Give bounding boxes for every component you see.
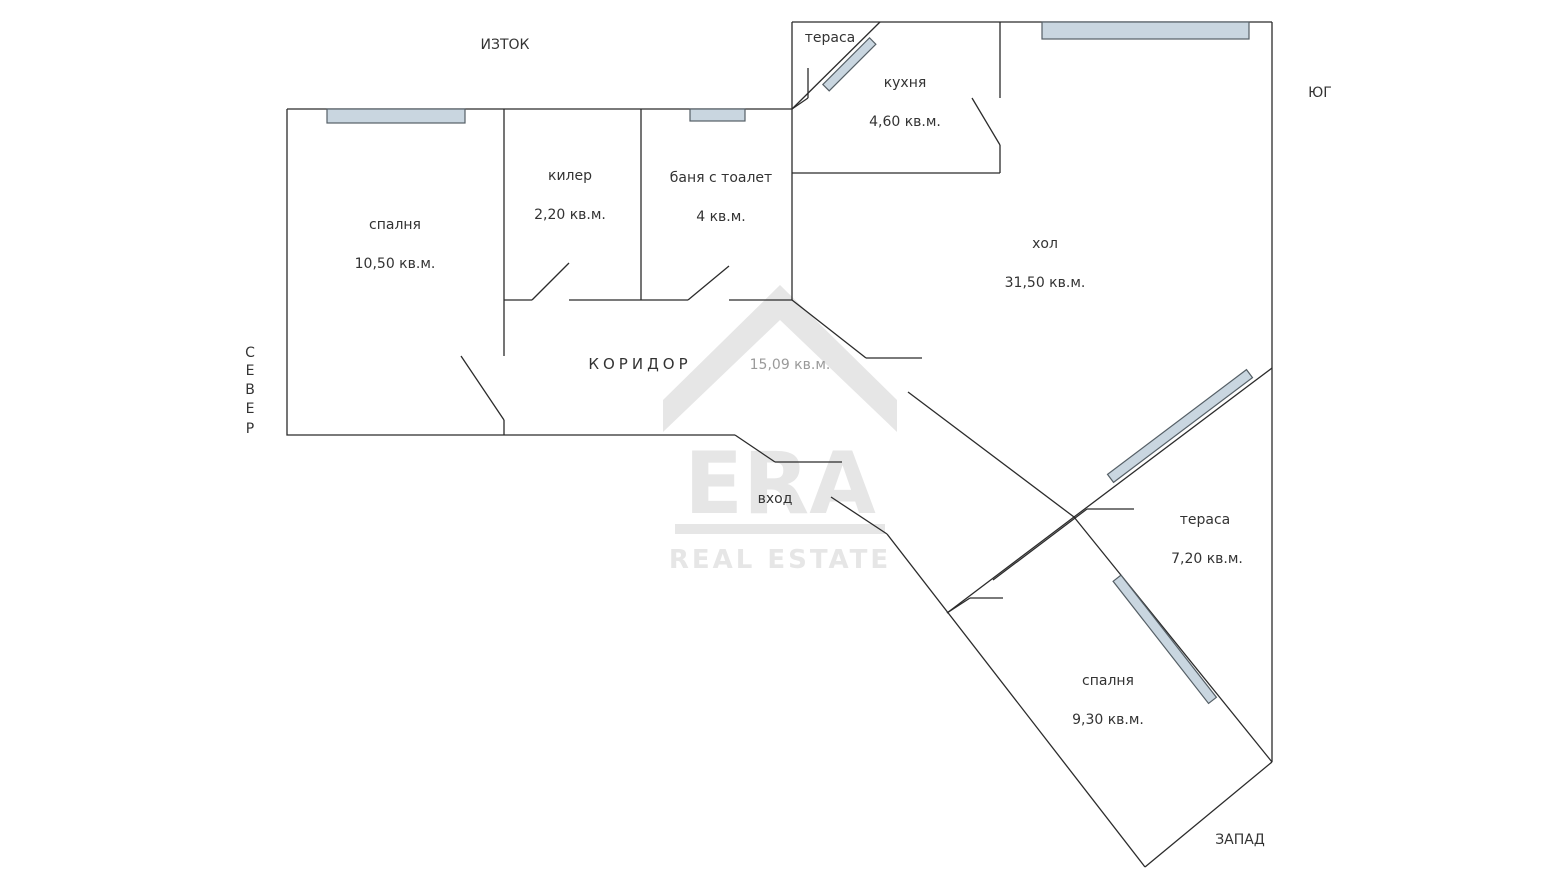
south-bedroom-door [946, 597, 971, 614]
bathroom-name: баня с тоалет [670, 170, 772, 186]
watermark-brand: ERA [684, 434, 876, 534]
bedroom-north-window [326, 108, 466, 124]
south-bedroom-west-wall [886, 533, 1146, 868]
walls [286, 21, 1273, 868]
compass-north-letter: Е [246, 401, 255, 417]
small-terrace-window [821, 36, 877, 92]
pantry-name: килер [548, 168, 592, 184]
bedroom-south-name: спалня [1082, 673, 1134, 689]
south-bedroom-north-wall [946, 516, 1075, 614]
era-watermark: ERA REAL ESTATE [663, 285, 897, 575]
bedroom-south-area: 9,30 кв.м. [1072, 712, 1144, 728]
terrace-large-name: тераса [1180, 512, 1231, 528]
pantry-area: 2,20 кв.м. [534, 207, 606, 223]
terrace-north-wall [1073, 367, 1273, 518]
hall-area: 31,50 кв.м. [1005, 275, 1086, 291]
compass-north: С Е В Е Р [245, 345, 255, 437]
corridor-hall-diagonal [791, 299, 867, 359]
compass-north-letter: Е [246, 363, 255, 379]
bedroom-north-area: 10,50 кв.м. [355, 256, 436, 272]
hall-terrace-diagonal [907, 391, 1075, 518]
south-bedroom-east-wall [1073, 516, 1273, 763]
bedroom-north-outer-wall [286, 108, 792, 436]
bath-door [687, 265, 730, 301]
compass-south: ЮГ [1308, 85, 1332, 101]
bedroom-door [460, 355, 505, 421]
entrance-diagonal-south [830, 496, 888, 535]
south-bedroom-window [1112, 574, 1218, 705]
watermark-tagline: REAL ESTATE [669, 545, 891, 575]
hall-window [1041, 21, 1250, 40]
pantry-door [531, 262, 570, 301]
kitchen-name: кухня [884, 75, 927, 91]
corridor-name: КОРИДОР [588, 355, 691, 373]
watermark-underline [675, 524, 885, 534]
kitchen-door [971, 97, 1001, 146]
bathroom-window [689, 108, 746, 122]
hall-name: хол [1032, 236, 1058, 252]
doors [460, 97, 1088, 614]
windows [326, 21, 1254, 705]
large-terrace-window [1106, 368, 1254, 484]
terrace-large-area: 7,20 кв.м. [1171, 551, 1243, 567]
south-bedroom-south-wall [1144, 761, 1273, 868]
compass-east: ИЗТОК [481, 37, 530, 53]
terrace-small-name: тераса [805, 30, 856, 46]
kitchen-area: 4,60 кв.м. [869, 114, 941, 130]
watermark-house-shape [663, 285, 897, 432]
compass-north-letter: С [245, 345, 255, 361]
compass-west: ЗАПАД [1215, 832, 1265, 848]
entrance-name: вход [758, 491, 793, 507]
entrance-diagonal-north [734, 434, 776, 463]
compass-north-letter: В [245, 382, 255, 398]
bedroom-north-name: спалня [369, 217, 421, 233]
terrace-door [992, 508, 1088, 581]
corridor-area: 15,09 кв.м. [750, 357, 831, 373]
bathroom-area: 4 кв.м. [696, 209, 746, 225]
small-terrace-diagonal [791, 21, 881, 110]
compass-north-letter: Р [246, 421, 254, 437]
